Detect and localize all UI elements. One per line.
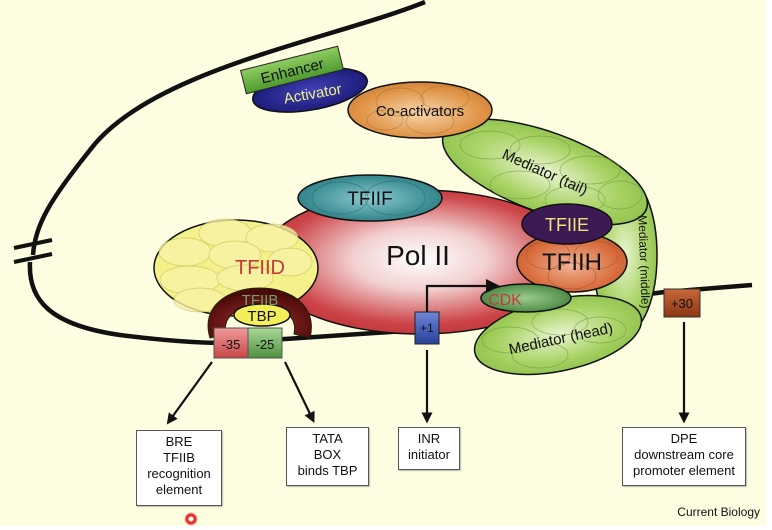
arrowhead-icon [486,279,500,293]
transcription-start-arrow [425,284,488,312]
bre-callout: BRE TFIIB recognition element [136,430,222,506]
cursor-indicator-icon [184,512,198,526]
dna-strand-lower [27,261,421,346]
dna-break-mark [13,238,53,250]
callout-line: initiator [408,447,450,462]
inr-position-label: +1 [420,321,434,335]
tfiie-label: TFIIE [545,215,589,235]
callout-line: BOX [313,447,342,462]
callout-line: element [155,482,203,497]
pol2-label: Pol II [386,240,450,271]
cdk [480,283,572,313]
bre-arrow [166,361,213,425]
callout-line: BRE [165,434,193,449]
tfiif [297,174,443,222]
tata-callout: TATA BOX binds TBP [286,427,369,486]
tfiib-label: TFIIB [242,292,279,309]
enhancer [239,45,345,95]
callout-line: INR [417,431,441,446]
callout-line: TATA [312,431,343,446]
tbp [233,303,291,327]
tfiih-label: TFIIH [542,249,602,276]
callout-line: downstream core [634,447,734,462]
dpe-element [663,288,701,318]
callout-line: binds TBP [297,463,358,478]
tata-position-label: -25 [256,337,275,352]
tfiie [521,203,613,245]
coactivators-label: Co-activators [376,103,464,120]
inr-callout: INR initiator [398,427,460,470]
figure-credit: Current Biology [677,505,760,519]
tata-element [247,327,283,359]
callout-line: DPE [670,431,698,446]
dpe-callout: DPE downstream core promoter element [622,427,746,486]
mediator-middle-label: Mediator (middle) [635,215,652,309]
tfiif-label: TFIIF [347,189,392,210]
dna-break-mark [13,252,53,264]
dpe-position-label: +30 [671,296,693,311]
bre-position-label: -35 [222,337,241,352]
callout-line: recognition [147,466,211,481]
tfiid-label: TFIID [235,257,285,279]
tbp-label: TBP [247,308,276,325]
tata-arrow [284,361,315,423]
callout-line: promoter element [633,463,735,478]
callout-line: TFIIB [163,450,195,465]
cdk-label: CDK [488,292,522,309]
bre-element [213,327,249,359]
dna-strand-upper [30,0,426,256]
